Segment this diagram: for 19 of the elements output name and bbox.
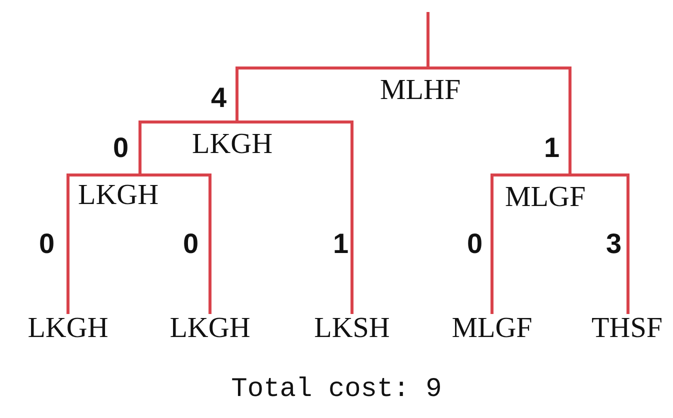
tree-branch-line <box>66 174 140 314</box>
tree-branch-line <box>140 174 212 314</box>
tree-branch-line <box>428 66 572 175</box>
tree-branch-line <box>570 174 630 314</box>
leaf-sequence-label: THSF <box>590 314 664 343</box>
caption: Total cost: 9 <box>231 375 442 405</box>
ancestor-sequence-label: LKGH <box>192 130 273 159</box>
leaf-sequence-label: LKGH <box>168 314 252 343</box>
tree-branch-line <box>426 12 430 68</box>
tree-branch-line <box>236 66 428 122</box>
tree-branch-line <box>138 120 237 175</box>
tree-branch-line <box>237 120 354 314</box>
tree-branch-line <box>490 174 570 314</box>
leaf-sequence-label: LKSH <box>313 314 391 343</box>
leaf-sequence-label: MLGF <box>450 314 534 343</box>
ancestor-sequence-label: LKGH <box>78 181 159 210</box>
ancestor-sequence-label: MLGF <box>505 183 586 212</box>
ancestor-sequence-label: MLHF <box>380 76 461 105</box>
leaf-sequence-label: LKGH <box>26 314 110 343</box>
